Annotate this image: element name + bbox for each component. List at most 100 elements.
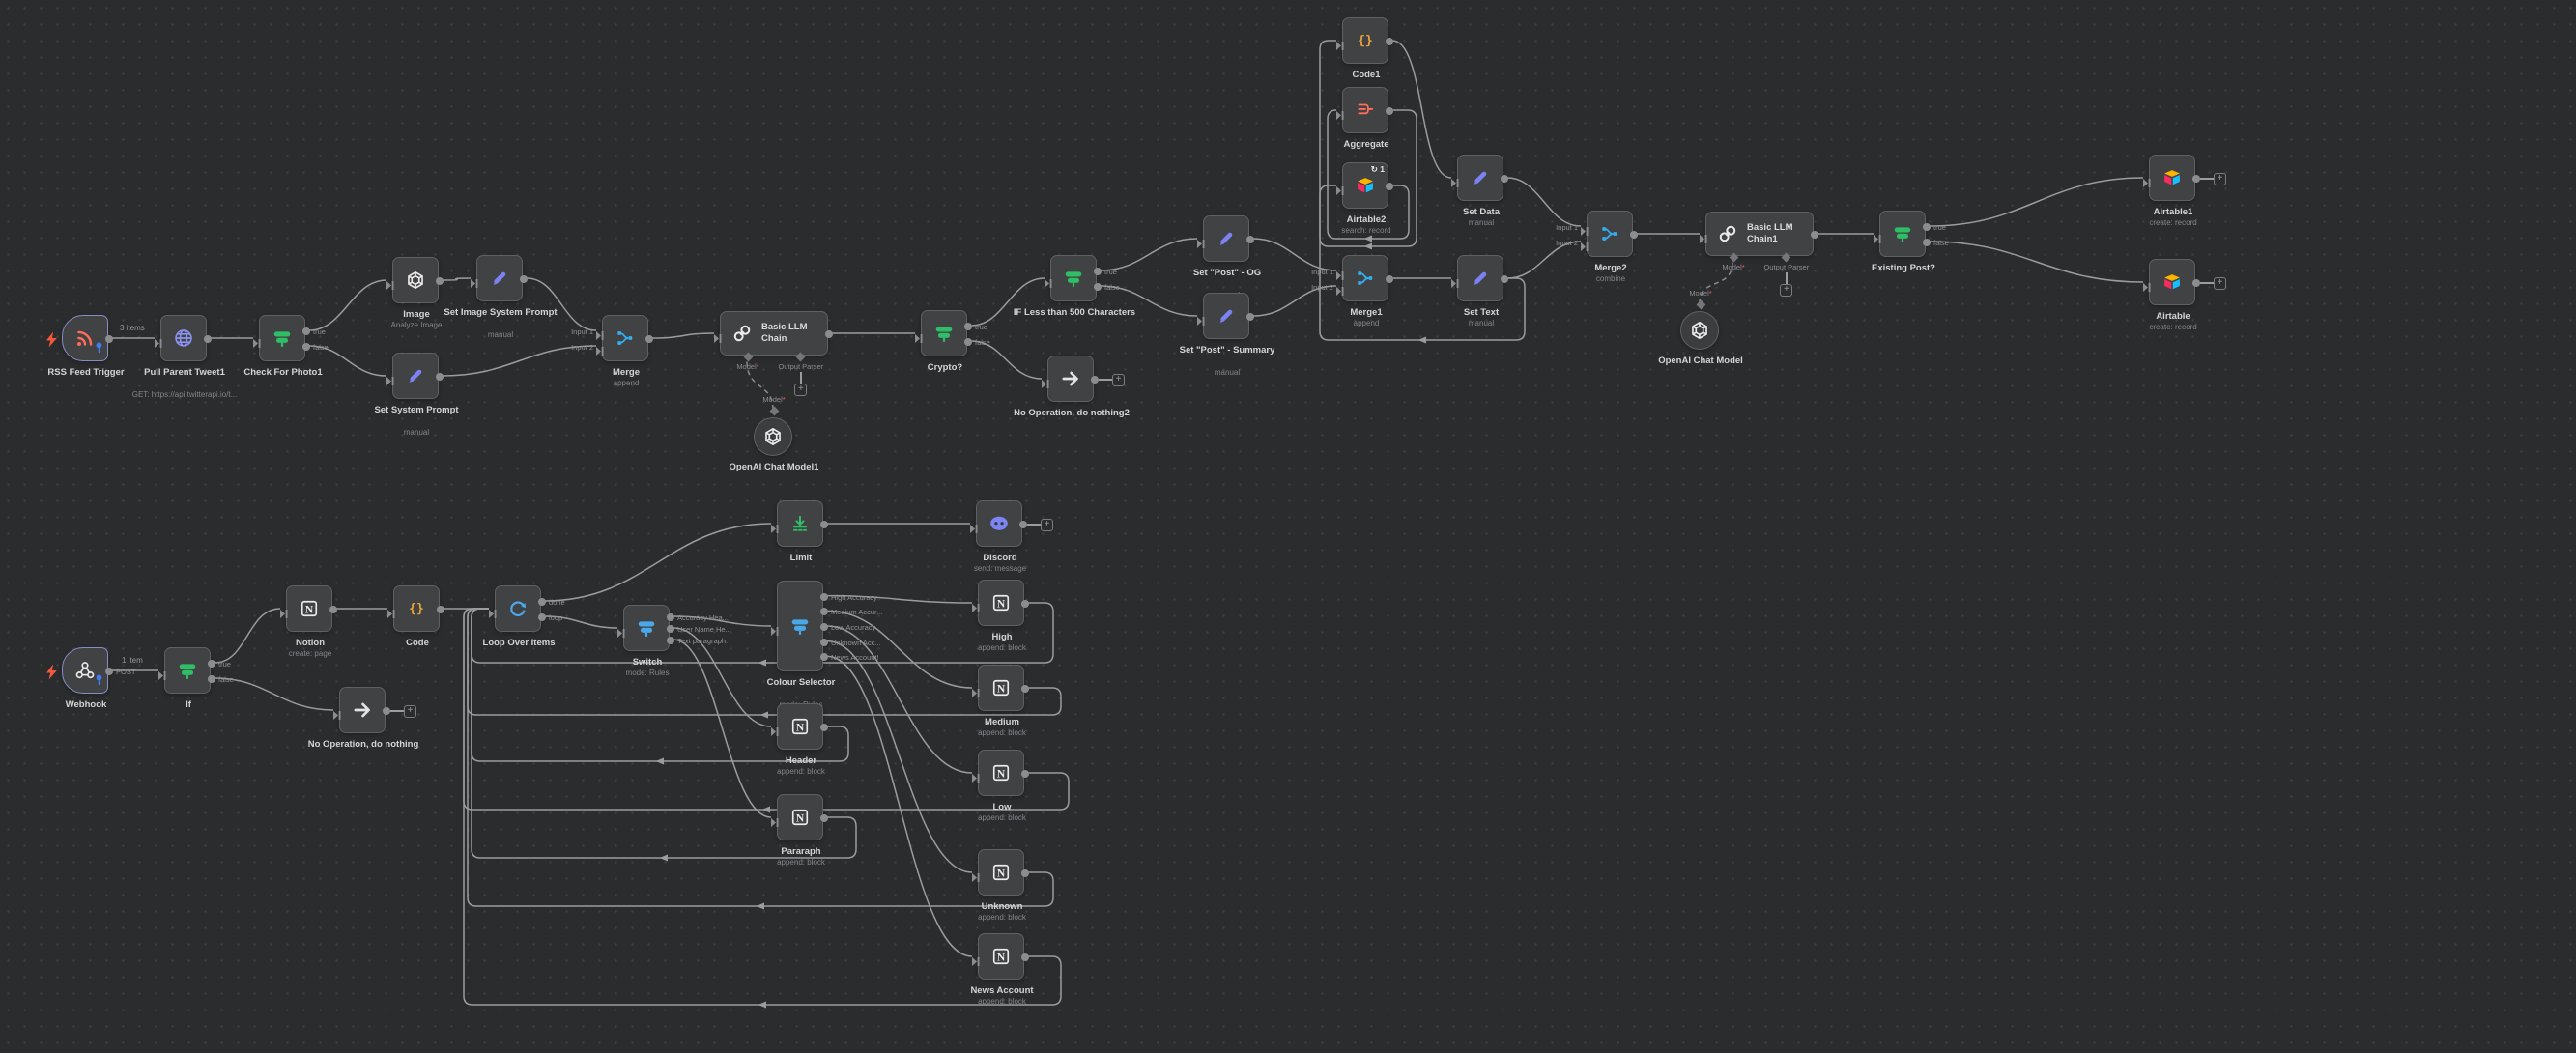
add-node-button[interactable]: + — [404, 704, 416, 718]
output-port[interactable] — [1021, 770, 1029, 778]
input-port[interactable] — [155, 335, 162, 348]
output-port[interactable] — [1246, 236, 1254, 243]
input-port[interactable] — [1336, 283, 1344, 296]
add-node-button[interactable]: + — [1112, 373, 1125, 386]
input-port[interactable] — [972, 953, 980, 966]
input-port[interactable] — [771, 521, 779, 533]
add-node-button[interactable]: + — [794, 384, 808, 396]
input-port[interactable] — [333, 707, 341, 720]
output-port[interactable] — [437, 606, 444, 613]
output-port[interactable] — [1923, 223, 1931, 231]
output-port[interactable] — [1501, 175, 1508, 183]
input-port[interactable] — [617, 625, 625, 638]
sub-port[interactable] — [795, 352, 806, 361]
input-port[interactable] — [280, 606, 288, 618]
sub-port[interactable] — [743, 352, 753, 361]
input-port[interactable] — [972, 600, 980, 612]
output-port[interactable] — [1386, 275, 1393, 283]
output-port[interactable] — [1246, 313, 1254, 321]
output-port[interactable] — [208, 675, 215, 683]
node-noop[interactable]: No Operation, do nothing+ — [308, 687, 418, 750]
output-port[interactable] — [1091, 376, 1099, 384]
input-port[interactable] — [1197, 236, 1205, 248]
input-port[interactable] — [714, 330, 722, 343]
output-port[interactable] — [825, 330, 833, 338]
node-noop2[interactable]: No Operation, do nothing2+ — [1014, 356, 1130, 418]
output-port[interactable] — [820, 608, 828, 616]
output-port[interactable] — [383, 707, 390, 715]
output-port[interactable] — [105, 335, 113, 343]
node-code1[interactable]: {}Code1 — [1336, 17, 1393, 80]
node-limit[interactable]: Limit — [771, 500, 828, 563]
output-port[interactable] — [208, 660, 215, 668]
input-port[interactable] — [970, 521, 978, 533]
input-port[interactable] — [1042, 376, 1049, 388]
input-port[interactable] — [386, 277, 394, 290]
output-port[interactable] — [1386, 38, 1393, 45]
input-port[interactable] — [972, 770, 980, 783]
output-port[interactable] — [964, 338, 972, 346]
input-port[interactable] — [489, 606, 497, 618]
output-port[interactable] — [1094, 268, 1102, 275]
output-port[interactable] — [820, 592, 828, 601]
input-port[interactable] — [2143, 279, 2151, 292]
input-port[interactable] — [1451, 175, 1459, 187]
output-port[interactable] — [1630, 231, 1638, 239]
output-port[interactable] — [520, 275, 528, 283]
output-port[interactable] — [820, 521, 828, 528]
input-port[interactable] — [596, 327, 604, 340]
input-port[interactable] — [1197, 313, 1205, 326]
output-port[interactable] — [302, 343, 310, 351]
output-port[interactable] — [1021, 600, 1029, 608]
output-port[interactable] — [1021, 685, 1029, 693]
input-port[interactable] — [972, 685, 980, 697]
input-port[interactable] — [1336, 38, 1344, 50]
output-port[interactable] — [820, 724, 828, 731]
output-port[interactable] — [1094, 283, 1102, 291]
input-port[interactable] — [1451, 275, 1459, 288]
input-port[interactable] — [471, 275, 478, 288]
node-rss[interactable]: RSS Feed Trigger — [46, 315, 125, 378]
output-port[interactable] — [1811, 231, 1818, 239]
output-port[interactable] — [329, 606, 337, 613]
output-port[interactable] — [820, 638, 828, 646]
add-node-button[interactable]: + — [1780, 284, 1793, 297]
output-port[interactable] — [964, 323, 972, 330]
output-port[interactable] — [820, 653, 828, 662]
input-port[interactable] — [386, 373, 394, 385]
input-port[interactable] — [771, 623, 779, 636]
input-port[interactable] — [1581, 239, 1589, 251]
sub-port[interactable] — [1729, 252, 1738, 262]
input-port[interactable] — [1874, 231, 1881, 243]
output-port[interactable] — [204, 335, 212, 343]
input-port[interactable] — [771, 724, 779, 736]
add-node-button[interactable]: + — [2214, 172, 2226, 185]
sub-port[interactable] — [1781, 252, 1791, 262]
output-port[interactable] — [105, 668, 113, 675]
output-port[interactable] — [2192, 279, 2200, 287]
output-port[interactable] — [302, 327, 310, 335]
output-port[interactable] — [667, 625, 674, 633]
node-aggregate[interactable]: Aggregate — [1336, 87, 1393, 150]
